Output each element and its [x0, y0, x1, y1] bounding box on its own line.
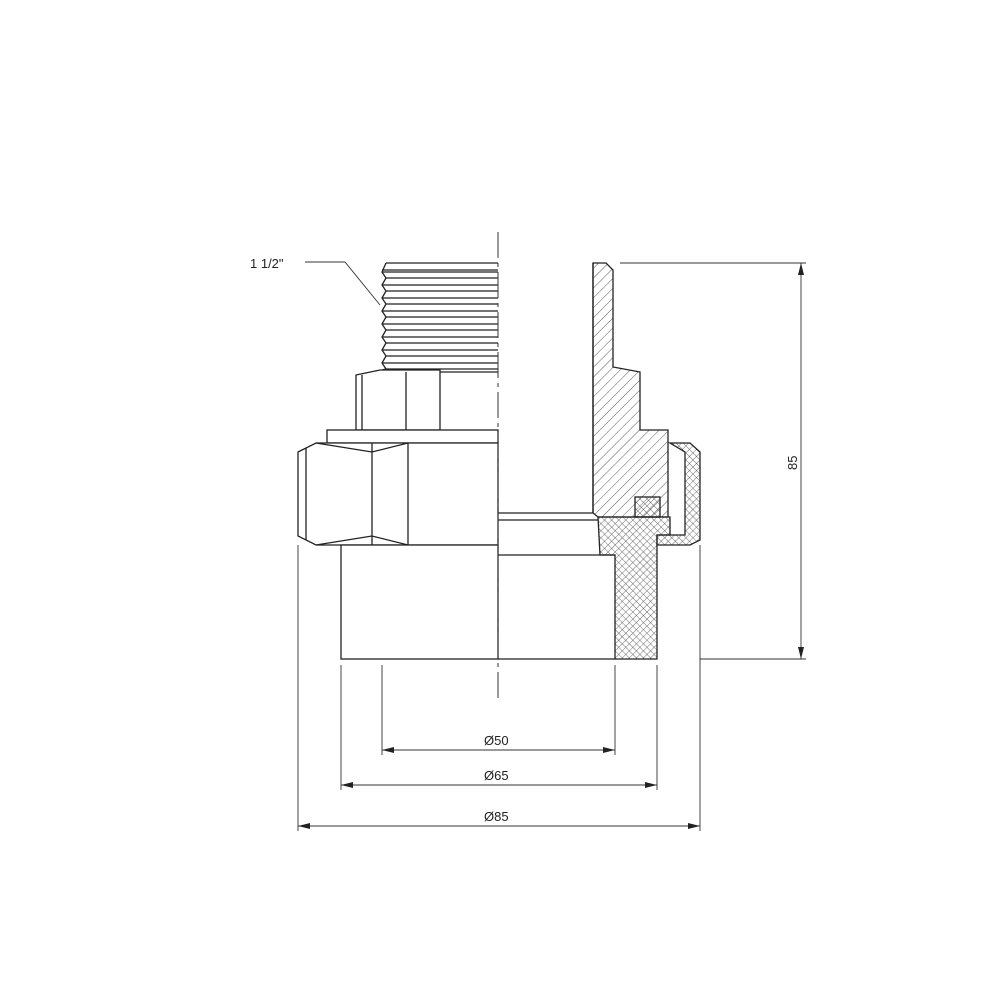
thread-crest — [382, 323, 498, 331]
diameter-dimensions: Ø50 Ø65 Ø85 — [297, 545, 701, 831]
thread-crest — [382, 284, 498, 292]
height-dim-label: 85 — [785, 456, 800, 470]
socket-body — [340, 544, 499, 660]
thread-crest — [382, 362, 498, 370]
union-nut-section — [656, 442, 701, 546]
small-hex-nut — [355, 369, 498, 431]
height-dimension: 85 — [620, 262, 806, 660]
thread-crest — [382, 271, 498, 279]
dim-nut-label: Ø85 — [484, 809, 509, 824]
thread-size-label: 1 1/2" — [250, 256, 284, 271]
external-thread — [381, 262, 498, 371]
thread-crest — [382, 336, 498, 344]
thread-crest — [382, 297, 498, 305]
o-ring-seal — [634, 496, 661, 518]
thread-crest — [382, 349, 498, 357]
thread-leader-line — [305, 261, 381, 306]
threaded-insert-section — [592, 262, 669, 518]
thread-crest — [382, 310, 498, 318]
dim-inner-label: Ø50 — [484, 733, 509, 748]
dim-socket-label: Ø65 — [484, 768, 509, 783]
flange-collar — [326, 429, 499, 444]
thread-profile — [381, 262, 388, 371]
union-nut — [297, 442, 499, 546]
